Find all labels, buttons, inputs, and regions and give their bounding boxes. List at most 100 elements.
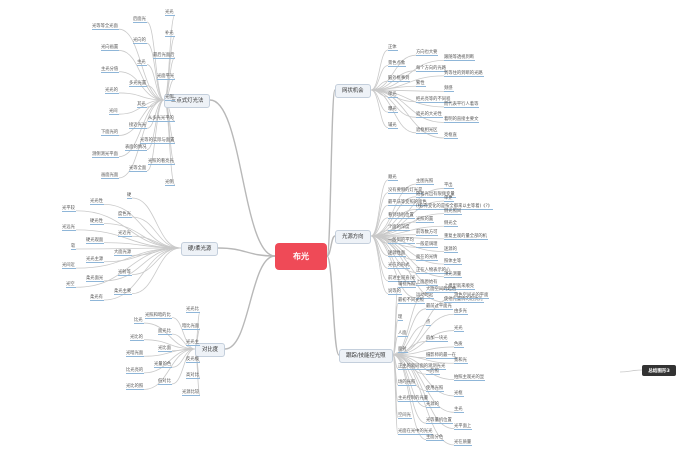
leaf-node[interactable]: 景色点象 [388, 60, 407, 67]
leaf-node[interactable]: (线)有变化的是按全都来以主等着)《?》 [416, 204, 494, 211]
leaf-node[interactable]: 光射等 [118, 269, 132, 276]
leaf-node[interactable]: 光侧 [165, 180, 175, 186]
leaf-node[interactable]: 主光 [454, 407, 464, 414]
leaf-node[interactable]: 光照和暗的比 [145, 312, 172, 319]
leaf-node[interactable]: 光空 [66, 282, 76, 289]
leaf-node[interactable]: 照体主等 [444, 259, 463, 266]
leaf-node[interactable]: 画面光面 [101, 172, 120, 179]
leaf-node[interactable]: 硬 [127, 193, 133, 199]
leaf-node[interactable]: 脑外框事到 [388, 76, 411, 83]
leaf-node[interactable]: 其光 [137, 102, 147, 109]
leaf-node[interactable]: 柔光有 [90, 295, 104, 301]
leaf-node[interactable]: 表面的情况 [125, 144, 148, 151]
leaf-node[interactable]: 光光主源 [86, 256, 105, 263]
leaf-node[interactable]: 光照的看亮光 [148, 158, 175, 165]
leaf-node[interactable]: 光源比较 [182, 390, 201, 396]
leaf-node[interactable]: 光光主 [186, 340, 200, 347]
leaf-node[interactable]: 着明的直接主要文 [444, 117, 480, 124]
leaf-node[interactable]: 补光 [165, 31, 175, 38]
leaf-node[interactable]: 主光 [137, 59, 147, 66]
leaf-node[interactable]: 光等等全光面 [92, 24, 119, 31]
leaf-node[interactable]: 由多光 [454, 309, 468, 316]
leaf-node[interactable]: 使他光量情的阻抗光 [444, 297, 484, 303]
leaf-node[interactable]: 多光光置 [129, 80, 148, 87]
leaf-node[interactable]: 光暗光面 [126, 351, 145, 358]
leaf-node[interactable]: 光在的形式 [388, 263, 411, 270]
leaf-node[interactable]: 光侧 [165, 95, 175, 101]
leaf-node[interactable]: 曝光 [388, 107, 398, 114]
leaf-node[interactable]: 光等的实际与面置 [140, 137, 176, 144]
leaf-node[interactable]: 面在的光情 [416, 254, 439, 261]
leaf-node[interactable]: 最后光面后 [153, 52, 176, 59]
leaf-node[interactable]: 正主的就同面的观测光光 [398, 363, 447, 370]
leaf-node[interactable]: 前等数方可 [416, 229, 439, 236]
leaf-node[interactable]: 比光亮的 [126, 367, 145, 374]
leaf-node[interactable]: 柔光主要 [114, 288, 133, 295]
leaf-node[interactable]: 一般到的平均 [388, 238, 415, 245]
leaf-node[interactable]: 繁性 [416, 81, 426, 88]
leaf-node[interactable]: 光照的置 [416, 217, 435, 224]
leaf-node[interactable]: 面射 [398, 347, 408, 354]
leaf-node[interactable]: 光比的 [130, 334, 144, 341]
leaf-node[interactable]: 遮光的大光性 [416, 112, 443, 119]
leaf-node[interactable]: 光间 [109, 109, 119, 116]
leaf-node[interactable]: 上面原始有 [416, 280, 439, 287]
leaf-node[interactable]: 低对比 [158, 378, 172, 385]
leaf-node[interactable]: 光比的照 [126, 384, 145, 391]
leaf-node[interactable]: 侧光全 [444, 221, 458, 228]
leaf-node[interactable]: 景和光 [454, 358, 468, 365]
leaf-node[interactable]: 光面在光中的光光 [398, 429, 434, 436]
leaf-node[interactable]: 主图光照 [416, 179, 435, 186]
leaf-node[interactable]: 柔光面光 [86, 275, 105, 282]
leaf-node[interactable]: 使用光照 [426, 385, 445, 392]
leaf-node[interactable]: 光向的 [133, 38, 147, 45]
leaf-node[interactable]: 硬光性 [90, 218, 104, 225]
leaf-node[interactable]: 比光 [134, 318, 144, 325]
leaf-node[interactable]: 摄影师的最一在 [426, 352, 458, 359]
leaf-node[interactable]: 光远光 [62, 224, 76, 231]
leaf-node[interactable]: 反光板 [186, 356, 200, 363]
leaf-node[interactable]: 软 [71, 244, 77, 250]
leaf-node[interactable]: 亮框直 [444, 133, 458, 139]
leaf-node[interactable]: 最平法等变照的面色 [388, 200, 428, 207]
leaf-node[interactable]: 随着光出有限频变量 [416, 191, 456, 198]
leaf-node[interactable]: 正体 [388, 45, 398, 51]
leaf-node[interactable]: 面光比 [158, 329, 172, 336]
leaf-node[interactable]: 测侧测光平面 [92, 151, 119, 158]
leaf-node[interactable]: 重复主观的量全部的机 [444, 233, 488, 240]
leaf-node[interactable]: 测色空间光的平面 [454, 292, 490, 299]
leaf-node[interactable]: 光光比 [186, 307, 200, 313]
root-node[interactable]: 布光 [275, 243, 327, 270]
leaf-node[interactable]: 光光 [454, 325, 464, 332]
leaf-node[interactable]: 顶光测量 [444, 271, 463, 278]
leaf-node[interactable]: 前进主道直(光 [388, 275, 417, 282]
leaf-node[interactable]: 光框 [454, 390, 464, 397]
branch-node[interactable]: 三点式灯光法 [164, 94, 211, 108]
leaf-node[interactable]: 大面光源 [114, 250, 133, 257]
leaf-node[interactable]: 主光控制的光量 [398, 396, 430, 403]
leaf-node[interactable]: 光近光 [118, 231, 132, 238]
leaf-node[interactable]: 到等住的到断的光路 [444, 70, 484, 77]
leaf-node[interactable]: 光光 [165, 10, 175, 16]
leaf-node[interactable]: 光平较 [62, 205, 76, 212]
leaf-node[interactable]: 光在质量 [454, 440, 473, 446]
summary-tag[interactable]: 总结图形3 [642, 365, 676, 376]
leaf-node[interactable]: 平出 [444, 183, 454, 190]
leaf-node[interactable]: 主面分色 [426, 434, 445, 441]
leaf-node[interactable]: 度色光 [118, 212, 132, 219]
leaf-node[interactable]: 一般是调理 [416, 242, 439, 249]
leaf-node[interactable]: 理 [398, 314, 404, 321]
leaf-node[interactable]: 迷源性面 [388, 250, 407, 257]
leaf-node[interactable]: 而代表平行人着等 [444, 101, 480, 108]
leaf-node[interactable]: 光量的色 [154, 362, 173, 369]
leaf-node[interactable]: 最初不同光照 [398, 298, 425, 305]
leaf-node[interactable]: 光源的 [426, 401, 440, 408]
leaf-node[interactable]: 暗比光面 [182, 323, 201, 330]
leaf-node[interactable]: 色质 [454, 341, 464, 348]
leaf-node[interactable]: 没有要侧的灯光是 [388, 187, 424, 194]
leaf-node[interactable]: 拍照主观光的显 [454, 374, 486, 381]
leaf-node[interactable]: 光平面上 [454, 423, 473, 430]
leaf-node[interactable]: 顺光 [388, 175, 398, 181]
leaf-node[interactable]: 光间近 [62, 263, 76, 270]
leaf-node[interactable]: 上模型就来顺亮 [444, 284, 476, 291]
